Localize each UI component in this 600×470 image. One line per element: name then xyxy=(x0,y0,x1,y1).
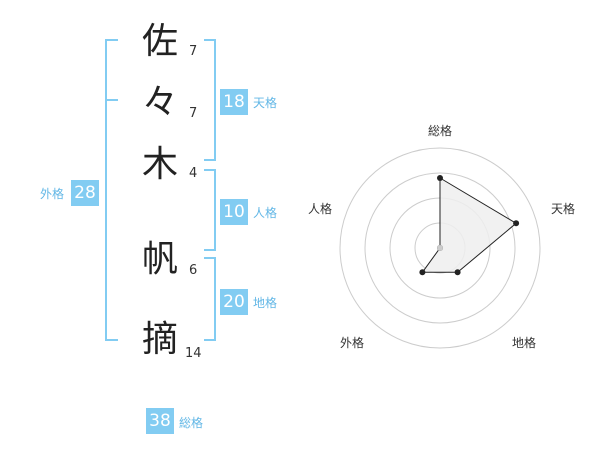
radar-point-4 xyxy=(419,269,426,276)
jinkaku-bracket xyxy=(204,169,216,251)
chikaku-label: 地格 xyxy=(253,296,278,310)
soukaku-badge: 38 xyxy=(146,408,174,434)
name-char-3: 木 xyxy=(142,144,179,185)
gaikaku-label: 外格 xyxy=(40,187,65,201)
name-char-1: 佐 xyxy=(142,21,179,62)
tenkaku-badge: 18 xyxy=(220,89,248,115)
tenkaku-bracket xyxy=(204,39,216,161)
radar-axis-label-tenkaku: 天格 xyxy=(551,202,576,216)
radar-axis-label-chikaku: 地格 xyxy=(512,336,537,350)
stroke-count-3: 4 xyxy=(189,166,198,181)
stroke-count-2: 7 xyxy=(189,106,198,121)
radar-center-dot xyxy=(437,245,443,251)
jinkaku-label: 人格 xyxy=(253,206,278,220)
stroke-count-4: 6 xyxy=(189,263,198,278)
chikaku-bracket xyxy=(204,257,216,341)
name-char-5: 摘 xyxy=(142,319,179,360)
tenkaku-label: 天格 xyxy=(253,96,278,110)
name-char-4: 帆 xyxy=(142,239,179,280)
radar-point-2 xyxy=(513,220,520,227)
radar-axis-label-jinkaku: 人格 xyxy=(308,202,333,216)
radar-value-polygon xyxy=(421,177,517,273)
jinkaku-badge: 10 xyxy=(220,199,248,225)
name-char-2: 々 xyxy=(142,82,179,123)
stroke-count-5: 14 xyxy=(185,346,202,361)
chikaku-badge: 20 xyxy=(220,289,248,315)
radar-axis-label-soukaku: 総格 xyxy=(428,124,453,138)
gaikaku-bracket xyxy=(105,39,118,341)
radar-point-1 xyxy=(437,175,443,181)
stroke-count-1: 7 xyxy=(189,44,198,59)
radar-ring xyxy=(339,147,541,349)
radar-axis-label-gaikaku: 外格 xyxy=(340,336,365,350)
radar-ring xyxy=(364,172,516,324)
gaikaku-badge: 28 xyxy=(71,180,99,206)
soukaku-label: 総格 xyxy=(179,416,204,430)
radar-point-3 xyxy=(454,269,461,276)
